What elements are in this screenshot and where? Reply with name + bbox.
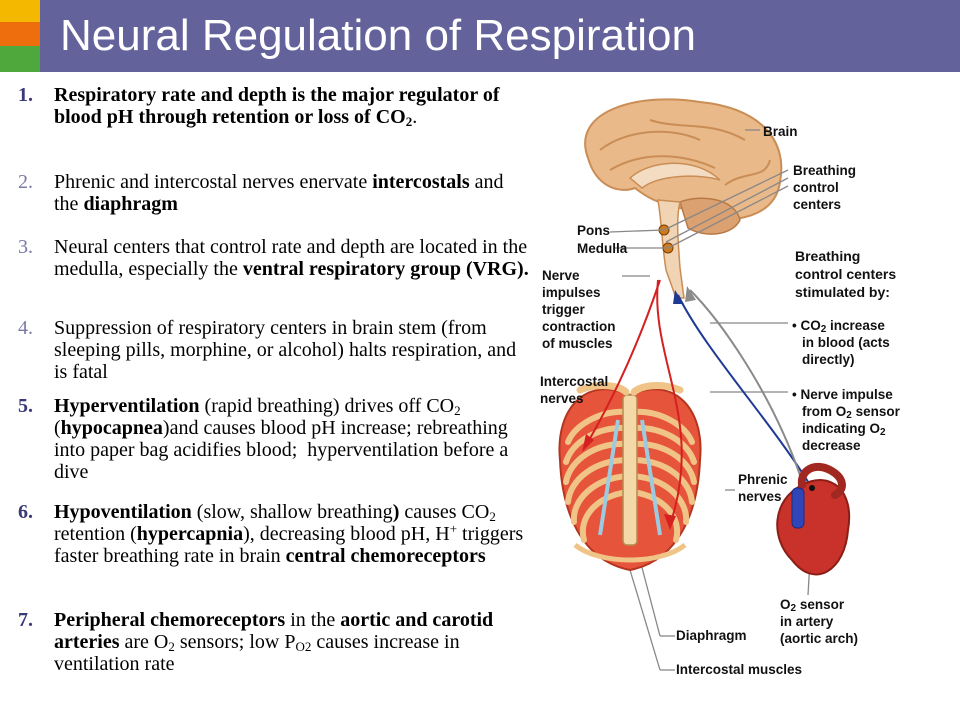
text-run: triggers faster breathing rate in brain <box>54 523 529 567</box>
text-run: Neural centers that control rate and dep… <box>54 236 533 280</box>
text-run: Hypoventilation <box>54 501 192 523</box>
label-intercostal-muscles: Intercostal muscles <box>676 662 803 677</box>
text-run: ( <box>54 395 466 439</box>
text-run: Peripheral chemoreceptors <box>54 609 286 631</box>
brain-illustration <box>584 98 783 299</box>
rib-cage-illustration <box>558 382 702 572</box>
label-intercostal-nerves: Intercostal nerves <box>540 374 609 406</box>
text-run: retention ( <box>54 501 501 545</box>
text-run: 2 <box>405 114 413 129</box>
text-run: sensors; low P <box>174 631 296 653</box>
label-pons: Pons <box>577 223 611 238</box>
text-run: (rapid breathing) drives off CO <box>199 395 455 417</box>
arrowheads <box>582 286 696 530</box>
text-run: 2 <box>168 639 175 654</box>
text-run: (slow, shallow breathing <box>191 501 393 523</box>
text-run: 2 <box>454 403 461 418</box>
text-run: Respiratory rate and depth is the major … <box>54 84 505 128</box>
text-run: hypercapnia <box>136 523 244 545</box>
label-brain: Brain <box>763 124 798 139</box>
list-item-text: Neural centers that control rate and dep… <box>54 236 532 280</box>
list-item-text: Respiratory rate and depth is the major … <box>54 84 532 128</box>
label-breathing-control-centers: Breathing control centers <box>793 163 857 212</box>
list-item-text: Hyperventilation (rapid breathing) drive… <box>54 395 532 483</box>
text-run: ), decreasing blood pH, H <box>243 523 450 545</box>
list-number: 6. <box>18 501 33 523</box>
list-item-text: Peripheral chemoreceptors in the aortic … <box>54 609 532 675</box>
label-o2-nerve-impulse: • Nerve impulse from O2 sensor indicatin… <box>792 387 900 453</box>
co2-path <box>689 289 801 476</box>
text-run: O2 <box>295 639 312 654</box>
intercostal-nerve-path <box>587 279 661 443</box>
label-medulla: Medulla <box>577 241 628 256</box>
accent-block-orange <box>0 22 40 46</box>
list-number: 4. <box>18 317 33 339</box>
respiration-diagram <box>558 98 851 671</box>
text-run: intercostals <box>372 171 470 193</box>
text-run: aortic and carotid arteries <box>54 609 499 653</box>
phrenic-nerve-path <box>656 279 683 526</box>
text-run: ) <box>392 501 400 523</box>
text-run: Phrenic and intercostal nerves enervate <box>54 171 373 193</box>
label-co2-increase: • CO2 increase in blood (acts directly) <box>792 318 890 367</box>
accent-block-green <box>0 46 40 72</box>
text-run: + <box>449 521 458 536</box>
list-item-text: Phrenic and intercostal nerves enervate … <box>54 171 532 215</box>
label-diaphragm: Diaphragm <box>676 628 747 643</box>
slide-title: Neural Regulation of Respiration <box>60 11 696 60</box>
text-run: are O <box>119 631 169 653</box>
label-nerve-impulses: Nerve impulses trigger contraction of mu… <box>542 268 616 351</box>
text-run: )and causes blood pH increase; rebreathi… <box>54 417 514 483</box>
text-run: Hyperventilation <box>54 395 200 417</box>
text-run: diaphragm <box>83 193 178 215</box>
text-run: ventral respiratory group (VRG). <box>242 258 529 280</box>
text-run: central chemoreceptors <box>285 545 486 567</box>
nerve-paths <box>587 279 811 526</box>
list-number: 5. <box>18 395 33 417</box>
text-run: Suppression of respiratory centers in br… <box>54 317 522 383</box>
list-item-text: Hypoventilation (slow, shallow breathing… <box>54 501 532 567</box>
text-run: . <box>412 106 418 128</box>
text-run: and the <box>54 171 509 215</box>
heart-illustration <box>776 462 851 576</box>
title-bar: Neural Regulation of Respiration <box>0 0 960 72</box>
text-run: causes CO <box>399 501 490 523</box>
text-run: hypocapnea <box>60 417 163 439</box>
text-run: causes increase in ventilation rate <box>54 631 465 675</box>
accent-block-yellow <box>0 0 40 22</box>
text-run: in the <box>285 609 341 631</box>
list-number: 2. <box>18 171 33 193</box>
label-stimulated-by: Breathing control centers stimulated by: <box>795 248 897 300</box>
list-number: 7. <box>18 609 33 631</box>
list-number: 3. <box>18 236 33 258</box>
list-item-text: Suppression of respiratory centers in br… <box>54 317 532 383</box>
text-run: 2 <box>489 509 496 524</box>
label-phrenic-nerves: Phrenic nerves <box>738 472 788 504</box>
list-number: 1. <box>18 84 33 106</box>
label-o2-sensor: O2 sensor in artery (aortic arch) <box>780 597 859 646</box>
